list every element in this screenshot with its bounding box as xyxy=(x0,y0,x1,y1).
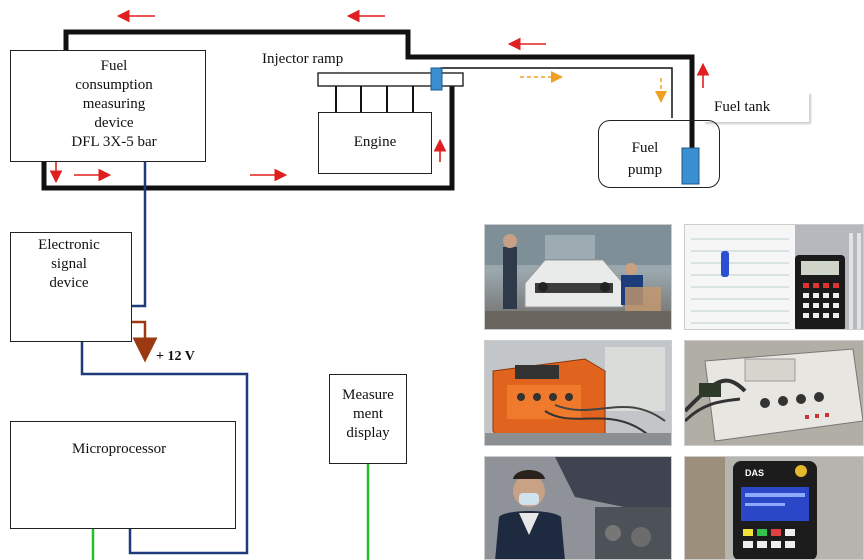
signal-device-label: Electronic signal device xyxy=(14,236,124,293)
display-line: ment xyxy=(329,405,407,424)
fuel-meter-line: device xyxy=(34,114,194,133)
das-screen-label: DAS xyxy=(745,468,764,478)
fuel-pump-label: Fuel pump xyxy=(612,137,678,181)
signal-device-line: device xyxy=(14,274,124,293)
fuel-meter-line: DFL 3X-5 bar xyxy=(34,133,194,152)
fuel-pump-line: pump xyxy=(612,159,678,181)
display-line: Measure xyxy=(329,386,407,405)
voltage-label: + 12 V xyxy=(156,347,195,366)
photo-car-test xyxy=(484,224,672,330)
display-line: display xyxy=(329,424,407,443)
photo-data-sheet xyxy=(684,224,864,330)
signal-device-line: Electronic xyxy=(14,236,124,255)
photo-test-panel xyxy=(684,340,864,446)
ramp-feed-line xyxy=(440,68,672,118)
display-label: Measure ment display xyxy=(329,386,407,443)
fuel-meter-line: Fuel xyxy=(34,57,194,76)
fuel-meter-line: consumption xyxy=(34,76,194,95)
microprocessor-box xyxy=(10,421,236,529)
fuel-tank-label: Fuel tank xyxy=(714,98,770,117)
fuel-meter-line: measuring xyxy=(34,95,194,114)
fuel-pump-line: Fuel xyxy=(612,137,678,159)
injector-icon xyxy=(431,68,442,90)
fuel-meter-label: Fuel consumption measuring device DFL 3X… xyxy=(34,57,194,152)
engine-label: Engine xyxy=(318,133,432,152)
photo-das-handheld: DAS xyxy=(684,456,864,560)
photo-technician xyxy=(484,456,672,560)
microprocessor-label: Microprocessor xyxy=(72,440,166,459)
signal-device-line: signal xyxy=(14,255,124,274)
injector-ramp-label: Injector ramp xyxy=(262,50,343,69)
photo-orange-instrument xyxy=(484,340,672,446)
